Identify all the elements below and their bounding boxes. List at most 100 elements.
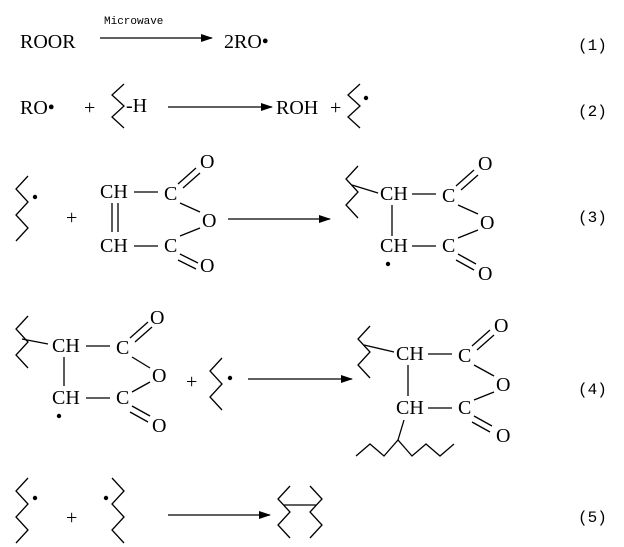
ring-bond bbox=[457, 229, 479, 239]
carbonyl-bond bbox=[182, 172, 201, 189]
carbonyl-c: C bbox=[442, 185, 455, 207]
carbonyl-c: C bbox=[164, 183, 177, 205]
plus-sign: + bbox=[84, 97, 95, 119]
reaction-5: + (5) bbox=[15, 477, 607, 544]
ring-bond bbox=[457, 204, 479, 215]
polymer-chain bbox=[357, 325, 371, 379]
ring-bond bbox=[473, 391, 495, 401]
radical-dot bbox=[385, 261, 391, 267]
plus-sign: + bbox=[330, 97, 341, 119]
carbonyl-o: O bbox=[478, 153, 492, 175]
carbonyl-bond bbox=[476, 334, 495, 351]
reaction-3: + CH CH C C O O O CH C bbox=[15, 151, 607, 285]
carbonyl-o: O bbox=[494, 315, 508, 337]
radical-dot bbox=[363, 95, 369, 101]
radical-dot bbox=[32, 194, 38, 200]
polymer-chain-radical bbox=[111, 477, 125, 544]
carbonyl-bond bbox=[473, 415, 493, 427]
ring-o: O bbox=[480, 212, 494, 234]
product-roh: ROH bbox=[276, 97, 318, 119]
ch-label: CH bbox=[396, 343, 424, 365]
coupled-product: CH CH C C O O O bbox=[355, 315, 510, 457]
carbonyl-bond bbox=[129, 321, 149, 339]
maleic-anhydride: CH CH C C O O O bbox=[100, 151, 216, 277]
polymer-chain bbox=[345, 165, 359, 219]
carbonyl-c: C bbox=[458, 345, 471, 367]
polymer-chain bbox=[309, 485, 323, 539]
bond bbox=[21, 338, 49, 345]
reaction-2: RO• + -H ROH + (2) bbox=[20, 83, 607, 129]
polymer-chain bbox=[111, 83, 125, 129]
bond bbox=[397, 419, 405, 441]
ch-label: CH bbox=[52, 335, 80, 357]
equation-number: (1) bbox=[578, 37, 607, 55]
reaction-4: CH CH C C O O O + CH CH bbox=[15, 307, 607, 457]
carbonyl-c: C bbox=[442, 235, 455, 257]
carbonyl-c: C bbox=[458, 397, 471, 419]
carbonyl-o: O bbox=[150, 307, 164, 329]
reactant-ro-radical: RO• bbox=[20, 97, 55, 119]
carbonyl-bond bbox=[134, 326, 153, 343]
carbonyl-bond bbox=[177, 259, 197, 270]
carbonyl-bond bbox=[457, 253, 477, 265]
carbonyl-c: C bbox=[164, 235, 177, 257]
ring-bond bbox=[131, 356, 151, 369]
plus-sign: + bbox=[186, 371, 197, 393]
polymer-chain-radical bbox=[15, 175, 29, 242]
carbonyl-c: C bbox=[116, 337, 129, 359]
carbonyl-bond bbox=[131, 405, 151, 417]
radical-dot bbox=[103, 495, 109, 501]
carbonyl-bond bbox=[177, 167, 197, 185]
ring-o: O bbox=[152, 365, 166, 387]
carbonyl-bond bbox=[455, 259, 475, 271]
carbonyl-bond bbox=[129, 411, 149, 423]
polymer-chain bbox=[15, 315, 29, 369]
polymer-chain bbox=[277, 485, 291, 539]
ch-label: CH bbox=[380, 235, 408, 257]
ring-o: O bbox=[202, 210, 216, 232]
ch-label: CH bbox=[396, 397, 424, 419]
ch-label: CH bbox=[100, 235, 128, 257]
radical-dot bbox=[32, 495, 38, 501]
ring-bond bbox=[179, 227, 201, 237]
equation-number: (2) bbox=[578, 103, 607, 121]
condition-microwave: Microwave bbox=[104, 16, 163, 28]
hydrogen-label: -H bbox=[126, 95, 147, 117]
adduct-radical: CH CH C C O O O bbox=[15, 307, 166, 437]
bond bbox=[363, 344, 395, 353]
polymer-chain-radical bbox=[15, 477, 29, 544]
polymer-chain-radical bbox=[347, 83, 361, 129]
ch-label: CH bbox=[380, 183, 408, 205]
carbonyl-bond bbox=[471, 421, 491, 433]
carbonyl-o: O bbox=[200, 255, 214, 277]
reactant-roor: ROOR bbox=[20, 31, 76, 53]
polymer-chain bbox=[355, 439, 455, 457]
carbonyl-bond bbox=[455, 169, 475, 187]
equation-number: (4) bbox=[578, 381, 607, 399]
ring-o: O bbox=[496, 374, 510, 396]
bond bbox=[351, 184, 379, 194]
plus-sign: + bbox=[66, 507, 77, 529]
ch-label: CH bbox=[52, 387, 80, 409]
product-2ro-radical: 2RO• bbox=[224, 31, 269, 53]
carbonyl-bond bbox=[460, 174, 479, 191]
equation-number: (3) bbox=[578, 209, 607, 227]
radical-dot bbox=[227, 375, 233, 381]
ring-bond bbox=[179, 202, 201, 213]
carbonyl-bond bbox=[179, 253, 199, 264]
adduct-radical: CH CH C C O O O bbox=[345, 153, 494, 285]
ch-label: CH bbox=[100, 181, 128, 203]
equation-number: (5) bbox=[578, 509, 607, 527]
ring-bond bbox=[131, 381, 151, 393]
reaction-1: ROOR Microwave 2RO• (1) bbox=[20, 16, 607, 55]
carbonyl-c: C bbox=[116, 387, 129, 409]
plus-sign: + bbox=[66, 207, 77, 229]
carbonyl-o: O bbox=[200, 151, 214, 173]
carbonyl-o: O bbox=[152, 415, 166, 437]
ring-bond bbox=[473, 364, 495, 377]
polymer-chain-radical bbox=[209, 357, 223, 411]
carbonyl-o: O bbox=[478, 263, 492, 285]
carbonyl-bond bbox=[471, 329, 491, 347]
carbonyl-o: O bbox=[496, 425, 510, 447]
